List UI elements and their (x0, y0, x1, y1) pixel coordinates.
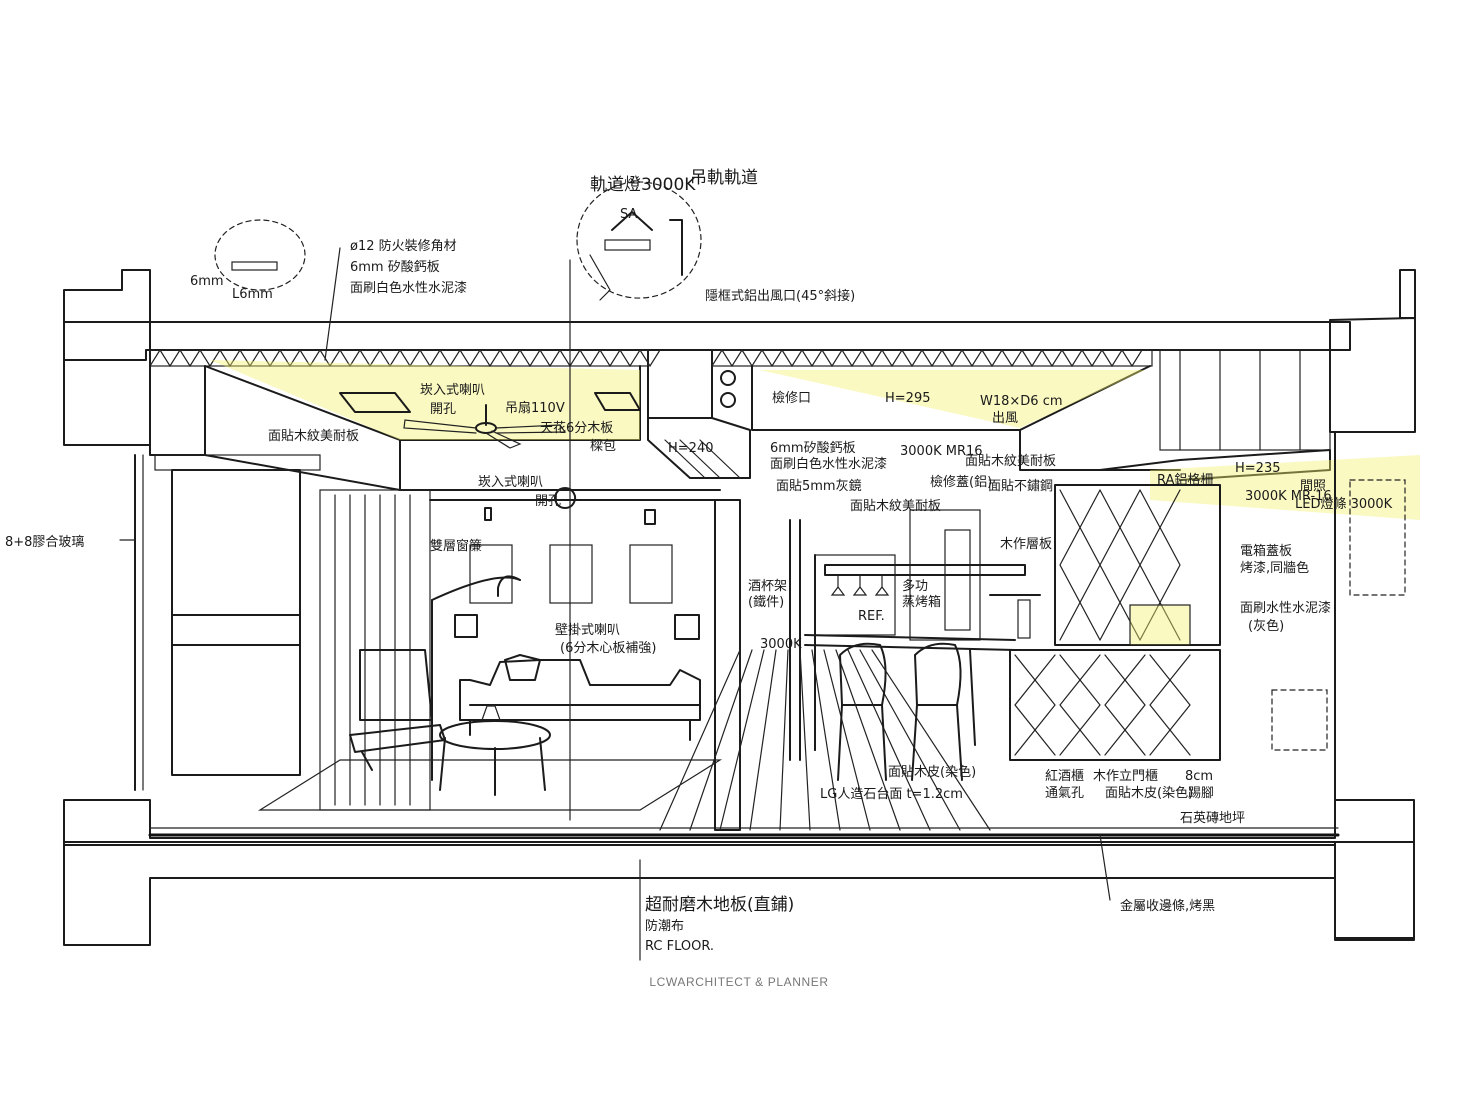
note-ra-vent: RA鋁格柵 (1157, 472, 1213, 488)
hallway (714, 499, 801, 831)
note-ceiling-3: 面刷白色水性水泥漆 (350, 280, 467, 296)
note-curtain: 雙層窗簾 (430, 538, 482, 554)
note-wall-lamp: 壁掛式喇叭 (555, 623, 620, 638)
floorboards (257, 649, 991, 831)
note-mirror: 面貼5mm灰鏡 (776, 479, 862, 494)
note-toe-kick-2: 踢腳 (1188, 786, 1214, 801)
note-track-light: 軌道燈3000K (590, 175, 696, 195)
note-wall-lamp-2: (6分木心板補強) (560, 641, 656, 656)
floor-slab-right (1334, 841, 1415, 941)
note-speaker-2-hole: 開孔 (535, 494, 561, 509)
note-ceiling-1: ø12 防火裝修角材 (350, 238, 457, 254)
note-floor-1: 超耐磨木地板(直鋪) (645, 895, 794, 915)
note-speaker-2: 崁入式喇叭 (478, 475, 543, 490)
right-upper-column (1399, 269, 1416, 319)
credit-label: LCWARCHITECT & PLANNER (649, 975, 828, 989)
left-window-wall (134, 454, 321, 791)
note-wall-paint-color: (灰色) (1248, 618, 1284, 634)
note-fan: 吊扇110V (505, 400, 565, 416)
note-ceiling-mid-2: 面刷白色水性水泥漆 (770, 456, 887, 472)
kitchen (804, 509, 1041, 781)
ceiling-system (149, 181, 1420, 525)
note-check-door: 檢修口 (772, 390, 811, 406)
note-vent-size: W18×D6 cm (980, 394, 1063, 409)
note-electric-box: 電箱蓋板 (1240, 543, 1292, 559)
coffee-table (439, 705, 551, 796)
note-led-strip: LED燈條 3000K (1295, 497, 1393, 512)
note-detail-small-2: L6mm (232, 287, 273, 302)
leader-lines (119, 247, 1111, 961)
note-electric-box-2: 烤漆,同牆色 (1240, 560, 1309, 576)
right-column (1329, 317, 1416, 433)
note-toe-kick: 8cm (1185, 769, 1213, 784)
note-shelf: 木作層板 (1000, 537, 1052, 552)
note-linear-vent: 隱框式鋁出風口(45°斜接) (705, 288, 855, 304)
left-column (63, 269, 151, 446)
note-wine-rack: 酒杯架 (748, 579, 787, 594)
detail-bubble (214, 219, 306, 291)
note-kitchen-note: 面貼木紋美耐板 (850, 499, 941, 514)
armchair (349, 649, 446, 771)
note-left-glass: 8+8膠合玻璃 (5, 535, 84, 550)
note-indirect: 間照 (1300, 479, 1326, 494)
note-cabinet-vent-2: 通氣孔 (1045, 786, 1084, 801)
note-wood-bar: 面貼木皮(染色) (888, 764, 976, 780)
note-ceiling-wood: 天花6分木板 (540, 420, 613, 436)
note-h240: H=240 (668, 441, 713, 456)
note-led-mr16: 3000K MR16 (900, 444, 983, 459)
speaker-icon (594, 392, 641, 411)
note-speaker-hole: 開孔 (430, 402, 456, 417)
note-h235: H=235 (1235, 461, 1280, 476)
sofa (459, 654, 701, 741)
note-floor-3: RC FLOOR. (645, 939, 714, 954)
note-kitchen-wood: 面貼木紋美耐板 (965, 454, 1056, 469)
note-beam-wrap: 樑包 (590, 439, 616, 454)
note-tile: 石英磚地坪 (1180, 811, 1245, 826)
tall-cabinets (1009, 479, 1406, 761)
track-light-icon (484, 487, 656, 525)
note-detail-small: 6mm (190, 274, 224, 289)
note-sa: SA (620, 207, 637, 222)
note-speaker: 崁入式喇叭 (420, 383, 485, 398)
note-cabinet-vent: 紅酒櫃 (1045, 769, 1084, 784)
note-metal-trim: 金屬收邊條,烤黑 (1120, 898, 1215, 914)
note-ceiling-mid-1: 6mm矽酸鈣板 (770, 441, 856, 456)
note-ceiling-2: 6mm 矽酸鈣板 (350, 260, 440, 275)
kitchen-light-glow (760, 370, 1145, 428)
ceiling-light-glow (210, 360, 640, 440)
right-light-glow (1150, 455, 1420, 520)
note-h295: H=295 (885, 391, 930, 406)
note-counter: LG人造石台面 t=1.2cm (820, 787, 963, 802)
floor-slab-body (63, 841, 1336, 946)
note-wood-cabinet: 木作立門櫃 (1093, 769, 1158, 784)
note-mr16-right: 3000K MR-16 (1245, 489, 1332, 504)
note-wine-3000k: 3000K (760, 637, 802, 652)
ceiling-fan (403, 404, 567, 449)
note-wine-note: (鐵件) (748, 594, 784, 610)
note-cabinet-paint: 面貼不鏽鋼 (988, 479, 1053, 494)
note-cabinet-note: 檢修蓋(鋁) (930, 474, 992, 490)
note-oven: 多功 (902, 578, 928, 594)
living-wall (429, 499, 716, 781)
note-wood-cabinet-2: 面貼木皮(染色) (1105, 785, 1193, 801)
note-hanging-track: 吊軌軌道 (690, 168, 758, 188)
speaker-icon (339, 392, 411, 413)
note-vent-size-2: 出風 (992, 411, 1018, 426)
note-ref: REF. (858, 609, 885, 624)
note-oven-2: 蒸烤箱 (902, 594, 941, 610)
note-wall-paint: 面刷水性水泥漆 (1240, 600, 1331, 616)
detail-bubble (576, 181, 702, 299)
note-floor-2: 防潮布 (645, 918, 684, 934)
annotations: 軌道燈3000K 吊軌軌道 SA 隱框式鋁出風口(45°斜接) ø12 防火裝修… (5, 168, 1393, 989)
note-ceiling-paint: 面貼木紋美耐板 (268, 429, 359, 444)
